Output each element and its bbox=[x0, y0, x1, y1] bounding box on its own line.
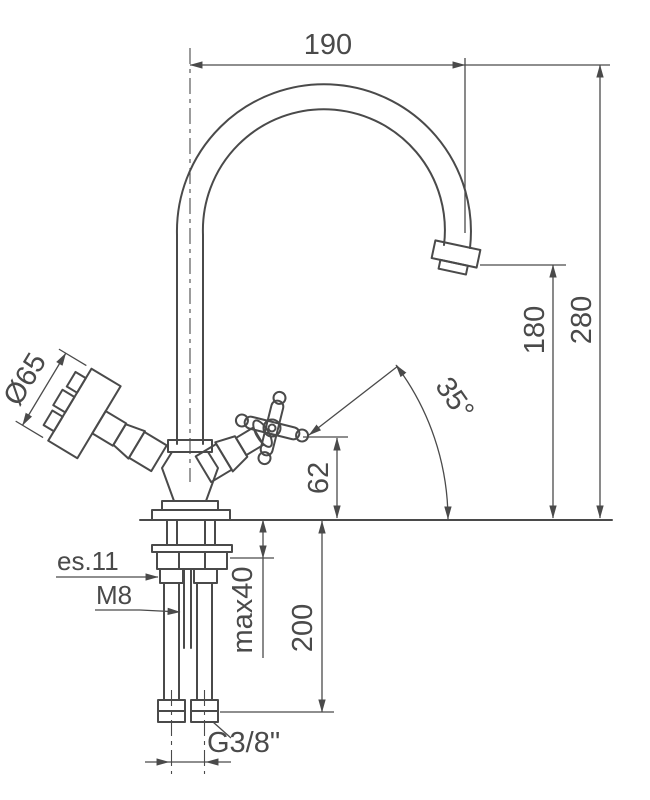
left-handle-prong-bottom bbox=[42, 409, 64, 433]
base-ring bbox=[161, 500, 219, 511]
base-flange bbox=[151, 509, 231, 521]
dimension-labels: 190 280 180 62 35° Ø65 es.11 M8 max40 20… bbox=[0, 29, 598, 759]
dim-max-deck-thickness bbox=[230, 519, 274, 658]
right-handle-cap bbox=[267, 423, 277, 433]
hex-key-label: es.11 bbox=[57, 546, 119, 576]
left-handle-prong-top bbox=[65, 370, 87, 394]
right-handle-bell bbox=[252, 419, 273, 448]
cross-knob bbox=[234, 413, 249, 428]
max-deck-thickness-label: max40 bbox=[227, 566, 259, 653]
dim-handle-angle-label: 35° bbox=[429, 372, 480, 426]
spout bbox=[175, 83, 482, 445]
hose-connection-label: G3/8" bbox=[207, 727, 280, 759]
aerator bbox=[430, 239, 482, 276]
supply-hose-right bbox=[196, 582, 213, 701]
dim-outlet-height bbox=[480, 264, 566, 519]
spout-outer-arc bbox=[175, 83, 472, 249]
cross-knob bbox=[295, 428, 310, 443]
cross-bar-v bbox=[259, 399, 285, 457]
dim-line bbox=[21, 352, 67, 426]
extension-line bbox=[58, 348, 87, 367]
cross-bar-h bbox=[243, 415, 301, 441]
right-handle bbox=[194, 390, 310, 484]
dim-hose-length bbox=[220, 520, 334, 713]
right-handle-cross bbox=[234, 390, 310, 466]
hose-nut-right bbox=[193, 568, 218, 584]
leader-line bbox=[139, 607, 181, 616]
left-handle-hub bbox=[52, 388, 76, 414]
leader-line bbox=[212, 721, 232, 739]
left-handle-stem bbox=[91, 410, 128, 447]
leader-connection bbox=[145, 721, 232, 766]
extension-line bbox=[15, 420, 44, 439]
dim-handle-height-label: 62 bbox=[303, 462, 335, 494]
centerlines bbox=[170, 48, 206, 774]
mounting-nut bbox=[156, 551, 228, 570]
stud-thread-label: M8 bbox=[96, 580, 132, 610]
cross-knob bbox=[272, 390, 287, 405]
right-handle-cone bbox=[214, 435, 249, 473]
spout-inner-arc bbox=[201, 108, 446, 246]
aerator-tip bbox=[437, 258, 469, 276]
leader-thread bbox=[95, 607, 181, 616]
right-handle-hub bbox=[262, 418, 282, 438]
left-handle-socket bbox=[127, 431, 168, 473]
dim-spout-reach bbox=[189, 58, 610, 233]
dim-overall-height-label: 280 bbox=[566, 296, 598, 344]
cross-knob bbox=[257, 451, 272, 466]
dim-spout-reach-label: 190 bbox=[304, 29, 352, 61]
dim-handle-height bbox=[303, 436, 348, 519]
dim-handle-diameter-label: Ø65 bbox=[0, 348, 53, 411]
left-handle bbox=[42, 367, 168, 473]
mounting-washer bbox=[151, 544, 233, 553]
dim-handle-angle bbox=[308, 364, 452, 520]
angle-leader bbox=[308, 365, 399, 436]
supply-hose-left bbox=[163, 582, 180, 701]
dim-outlet-height-label: 180 bbox=[519, 306, 551, 354]
dim-handle-diameter bbox=[15, 348, 87, 439]
hose-nut-left bbox=[159, 568, 184, 584]
dim-hose-length-label: 200 bbox=[287, 604, 319, 652]
mounting-assembly bbox=[151, 519, 233, 723]
angle-arc bbox=[395, 364, 452, 520]
